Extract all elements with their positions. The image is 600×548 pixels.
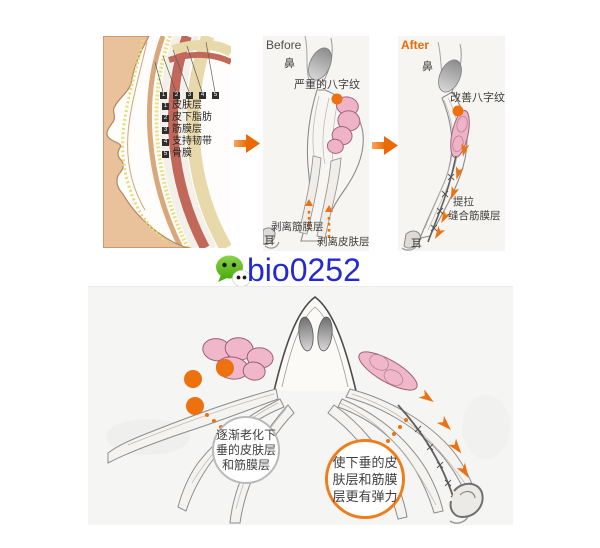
sag-dot	[186, 397, 204, 415]
layer-marker-1: 1	[160, 92, 167, 99]
wechat-account-id: bio0252	[247, 252, 361, 288]
legend-item-periosteum: 5 骨膜	[162, 149, 192, 159]
suture-fascia-label: 缝合筋膜层	[448, 210, 501, 222]
arrow-right-icon	[372, 136, 398, 155]
legend-item-ligament: 4 支持韧带	[162, 137, 212, 147]
after-fold-label: 改善八字纹	[450, 92, 505, 104]
anatomy-panel: 1 2 3 4 5 1 皮肤层 2 皮下脂肪 3 筋膜层 4 支持韧带 5 骨膜	[103, 36, 231, 248]
sag-dot	[216, 359, 234, 377]
before-panel: Before 鼻 严重的八字纹 剥离筋膜层 剥离皮肤层 耳	[263, 36, 369, 251]
legend-item-fat: 2 皮下脂肪	[162, 113, 212, 123]
legend-num: 1	[162, 102, 169, 110]
legend-label: 支持韧带	[172, 136, 212, 147]
cross-section-illustration	[106, 296, 510, 524]
arrow-right-icon	[234, 134, 260, 153]
after-illustration	[401, 41, 470, 251]
after-nose-label: 鼻	[422, 61, 433, 73]
bottom-diagram-panel: 逐渐老化下 垂的皮肤层 和筋膜层 使下垂的皮 肤层和筋膜 层更有弹力	[88, 286, 513, 525]
result-callout-line: 肤层和筋膜	[332, 471, 398, 487]
legend-item-fascia: 3 筋膜层	[162, 125, 202, 135]
layer-marker-5: 5	[212, 92, 219, 99]
sag-dot	[184, 370, 202, 388]
aging-callout-line: 逐渐老化下	[215, 427, 276, 442]
aging-callout: 逐渐老化下 垂的皮肤层 和筋膜层	[212, 416, 280, 484]
after-panel: After 鼻 改善八字纹 提拉 缝合筋膜层 耳	[398, 36, 505, 251]
legend-num: 5	[162, 150, 169, 158]
legend-item-skin: 1 皮肤层	[162, 101, 202, 111]
before-nose-label: 鼻	[284, 58, 295, 70]
fold-dot	[331, 93, 343, 105]
result-callout-line: 使下垂的皮	[332, 454, 398, 470]
before-title: Before	[266, 38, 302, 52]
legend-label: 骨膜	[172, 148, 192, 159]
result-callout-line: 层更有弹力	[332, 488, 398, 504]
after-ear-label: 耳	[411, 238, 422, 250]
legend-label: 皮肤层	[172, 100, 202, 111]
legend-label: 皮下脂肪	[172, 112, 212, 123]
layer-marker-3: 3	[186, 92, 193, 99]
layer-marker-4: 4	[199, 92, 206, 99]
before-ear-label: 耳	[264, 235, 275, 247]
wechat-icon	[215, 254, 251, 289]
before-fold-label: 严重的八字纹	[294, 79, 360, 91]
layer-marker-2: 2	[173, 92, 180, 99]
face-layers-illustration	[103, 36, 231, 248]
result-callout: 使下垂的皮 肤层和筋膜 层更有弹力	[325, 439, 405, 519]
legend-num: 3	[162, 126, 169, 134]
aging-callout-line: 垂的皮肤层	[215, 442, 276, 457]
before-illustration	[263, 36, 364, 249]
legend-num: 4	[162, 138, 169, 146]
after-title: After	[401, 38, 430, 52]
legend-num: 2	[162, 114, 169, 122]
fold-dot	[452, 105, 464, 117]
detach-skin-label: 剥离皮肤层	[317, 236, 369, 248]
detach-fascia-label: 剥离筋膜层	[271, 221, 324, 233]
lift-label: 提拉	[453, 196, 474, 208]
aging-callout-line: 和筋膜层	[221, 457, 270, 472]
legend-label: 筋膜层	[172, 124, 202, 135]
